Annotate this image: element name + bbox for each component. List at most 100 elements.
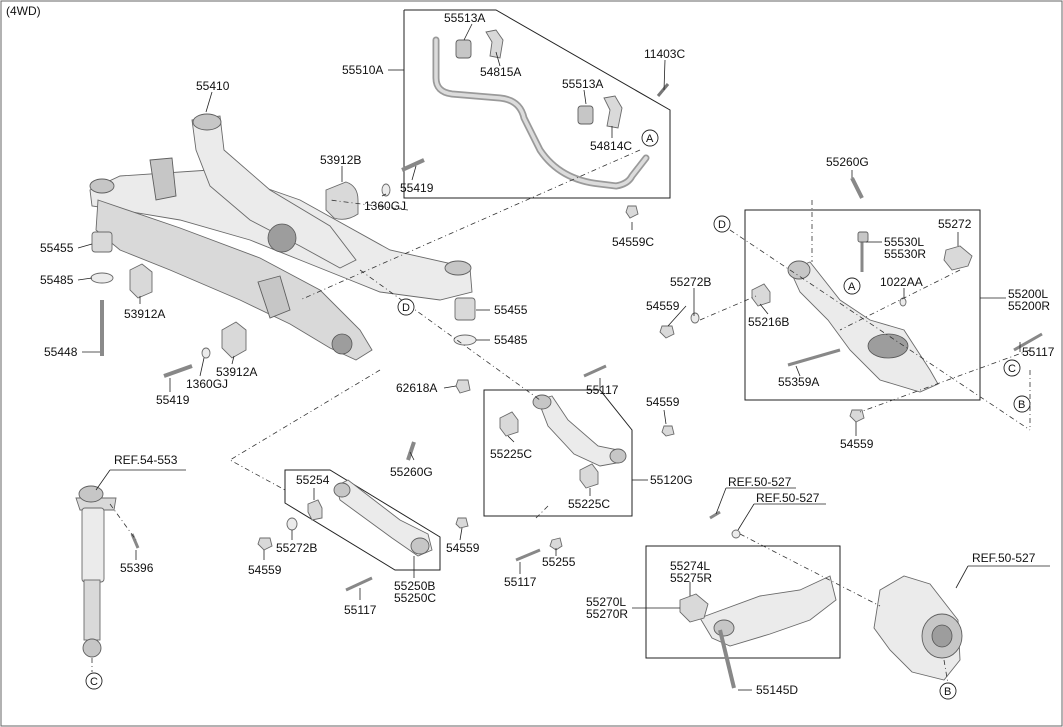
ref-marker-letter: B [1018, 399, 1025, 411]
part-label: 55120G [650, 473, 693, 487]
connector-shock-bolt [109, 503, 137, 541]
part-label: 55200R [1008, 299, 1050, 313]
washer-55485-right [453, 334, 477, 346]
part-label: 55274L [670, 559, 710, 573]
bushing-55274 [679, 593, 709, 623]
part-label: 55272B [276, 541, 317, 555]
connector-upper-arm-to-bolt [533, 505, 549, 521]
part-label: 55359A [778, 375, 819, 389]
part-label: 55216B [748, 315, 789, 329]
part-label: 55117 [1022, 345, 1055, 359]
part-label: 55117 [504, 575, 537, 589]
ref-marker-d-right [713, 215, 731, 233]
bolt-ref-50-527 [709, 510, 721, 520]
part-label: 54815A [480, 65, 521, 79]
part-label: 55200L [1008, 287, 1048, 301]
part-label: 55419 [400, 181, 434, 195]
connector-lower-arm-bushing [699, 295, 757, 321]
bushing-53912a-left [129, 263, 153, 299]
stabilizer-bar-highlight [434, 38, 648, 188]
ref-marker-d-left [397, 298, 415, 316]
part-labels: 55513A 54815A 55510A 11403C 55513A 54814… [40, 11, 1055, 697]
rear-crossmember [89, 113, 473, 361]
ref-marker-letter: B [944, 686, 951, 698]
stabilizer-bushing-upper [455, 39, 472, 59]
part-label: 11403C [644, 47, 685, 61]
bushing-53912b [325, 181, 359, 220]
nut-54559c [625, 205, 639, 219]
stabilizer-bar-group-box [403, 9, 671, 199]
part-label: REF.54-553 [114, 453, 178, 467]
part-label: 55272 [938, 217, 972, 231]
bolt-55260g-upper [850, 177, 864, 199]
nut-54559-assist-left [257, 537, 273, 551]
ref-marker-c-right [1003, 359, 1021, 377]
part-label: 55410 [196, 79, 230, 93]
assist-arm [333, 479, 433, 557]
spring-pad-55272 [943, 245, 973, 271]
connector-spring-pad [839, 269, 961, 331]
connector-frame-to-upper-arm [359, 269, 541, 401]
part-label: 55270R [586, 607, 628, 621]
part-label: 55250B [394, 579, 435, 593]
bushing-55455-left [91, 231, 113, 253]
stabilizer-bracket-lower [603, 95, 623, 129]
bolt-55117-assist [345, 576, 373, 592]
diagram-title: (4WD) [6, 4, 41, 18]
nut-62618a [455, 379, 471, 394]
ref-marker-letter: C [90, 676, 98, 688]
washer-1360gj-upper [381, 183, 391, 197]
part-label: 62618A [396, 381, 437, 395]
leader-lines [77, 23, 1050, 691]
part-label: 55396 [120, 561, 154, 575]
stabilizer-link-end [857, 231, 869, 243]
bushing-55216b [751, 283, 771, 307]
part-label: 55117 [586, 383, 619, 397]
connector-washer-to-knuckle [739, 533, 881, 607]
part-label: 54559 [248, 563, 282, 577]
ref-marker-c-bottom [85, 672, 103, 690]
bolt-55117-upper-arm [583, 364, 607, 378]
ref-marker-letter: D [718, 219, 726, 231]
part-label: 54559C [612, 235, 654, 249]
bolt-55260g-lower [406, 441, 416, 461]
part-label: 55455 [494, 303, 528, 317]
part-label: 55255 [542, 555, 576, 569]
ref-marker-b-bottom [939, 682, 957, 700]
washer-55272b-right [690, 312, 700, 324]
part-label: REF.50-527 [972, 551, 1036, 565]
part-label: 55272B [670, 275, 711, 289]
bolt-55359a [787, 348, 841, 367]
part-label: 1360GJ [186, 377, 228, 391]
bolt-55419-upper [401, 158, 425, 172]
bolt-55117-right [1013, 332, 1043, 352]
connector-bolt-upper [329, 199, 409, 211]
assist-arm-group-box [284, 469, 441, 571]
part-label: REF.50-527 [728, 475, 792, 489]
ref-marker-b-right [1013, 395, 1031, 413]
bolt-55117-center [515, 548, 541, 562]
part-label: 55485 [494, 333, 528, 347]
connector-d-to-lower-arm [729, 229, 1031, 431]
part-label: 53912A [216, 365, 257, 379]
part-label: 55513A [444, 11, 485, 25]
part-label: 54559 [646, 299, 680, 313]
part-label: 55254 [296, 473, 330, 487]
nut-54559-upper-arm [661, 425, 675, 437]
part-label: 55117 [344, 603, 377, 617]
ref-marker-letter: A [646, 133, 654, 145]
shock-absorber [75, 485, 117, 658]
part-label: 53912B [320, 153, 361, 167]
bushing-55225c-lower [579, 463, 599, 489]
ref-marker-a-upper [641, 129, 659, 147]
part-label: 1022AA [880, 275, 923, 289]
ref-marker-letter: C [1008, 363, 1016, 375]
connector-stab-to-frame [299, 149, 641, 301]
ref-marker-letter: D [402, 302, 410, 314]
part-label: 55260G [826, 155, 869, 169]
reference-markers: A D D A C B C B [85, 129, 1031, 700]
bushing-55254 [307, 499, 323, 521]
nut-54559-lower-arm [659, 325, 675, 339]
